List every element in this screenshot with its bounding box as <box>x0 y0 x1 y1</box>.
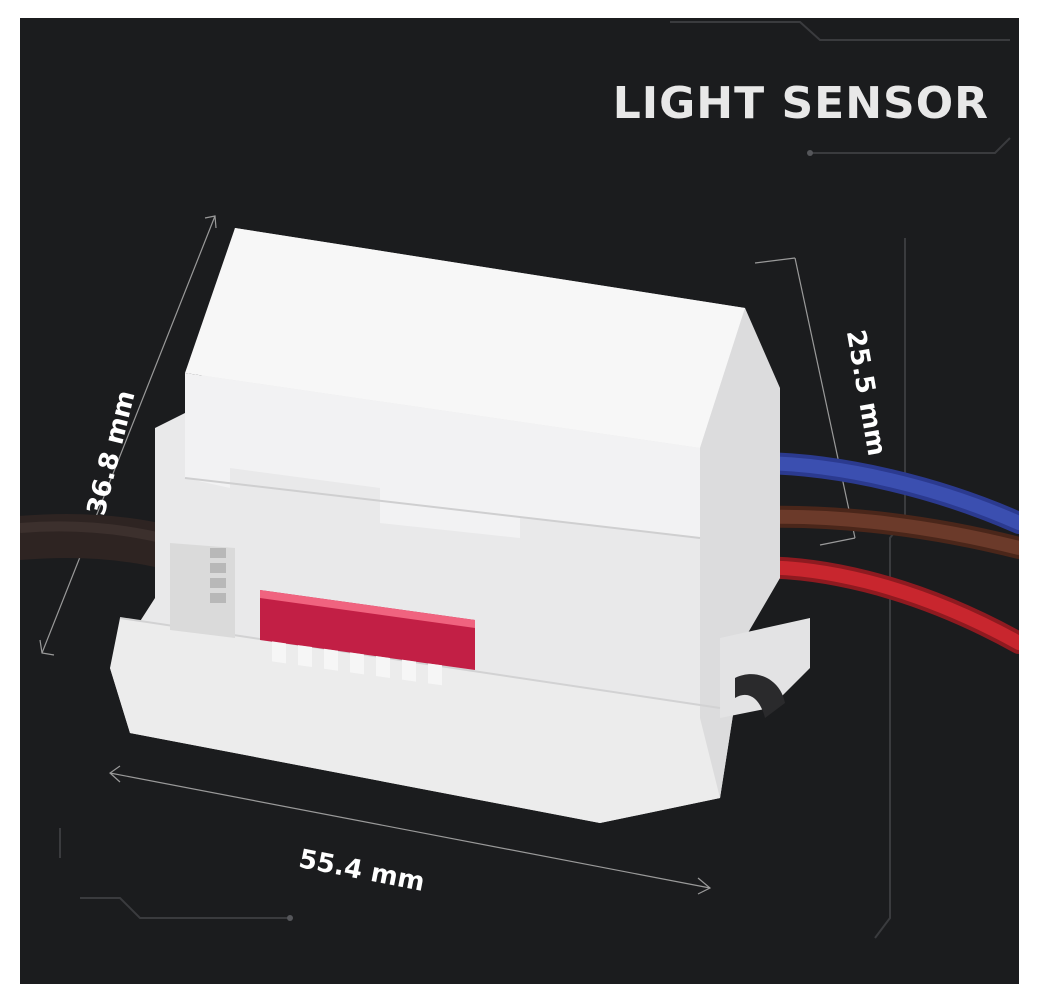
height-dimension-line <box>41 215 216 654</box>
product-title: LIGHT SENSOR <box>612 78 989 129</box>
sensor-illustration <box>20 21 1019 939</box>
dimension-lines <box>39 215 856 895</box>
product-photo-panel: LIGHT SENSOR 55.4 mm 36.8 mm 25.5 mm <box>20 18 1019 984</box>
circuit-dot <box>287 915 293 921</box>
depth-dimension-line-top <box>754 257 796 264</box>
dip-switch-block <box>260 590 475 686</box>
length-dimension-line <box>109 772 711 889</box>
sensor-housing <box>110 228 810 823</box>
circuit-lines-decoration <box>59 21 1011 939</box>
dip-switch-toggles <box>272 641 442 686</box>
circuit-dot <box>807 150 813 156</box>
